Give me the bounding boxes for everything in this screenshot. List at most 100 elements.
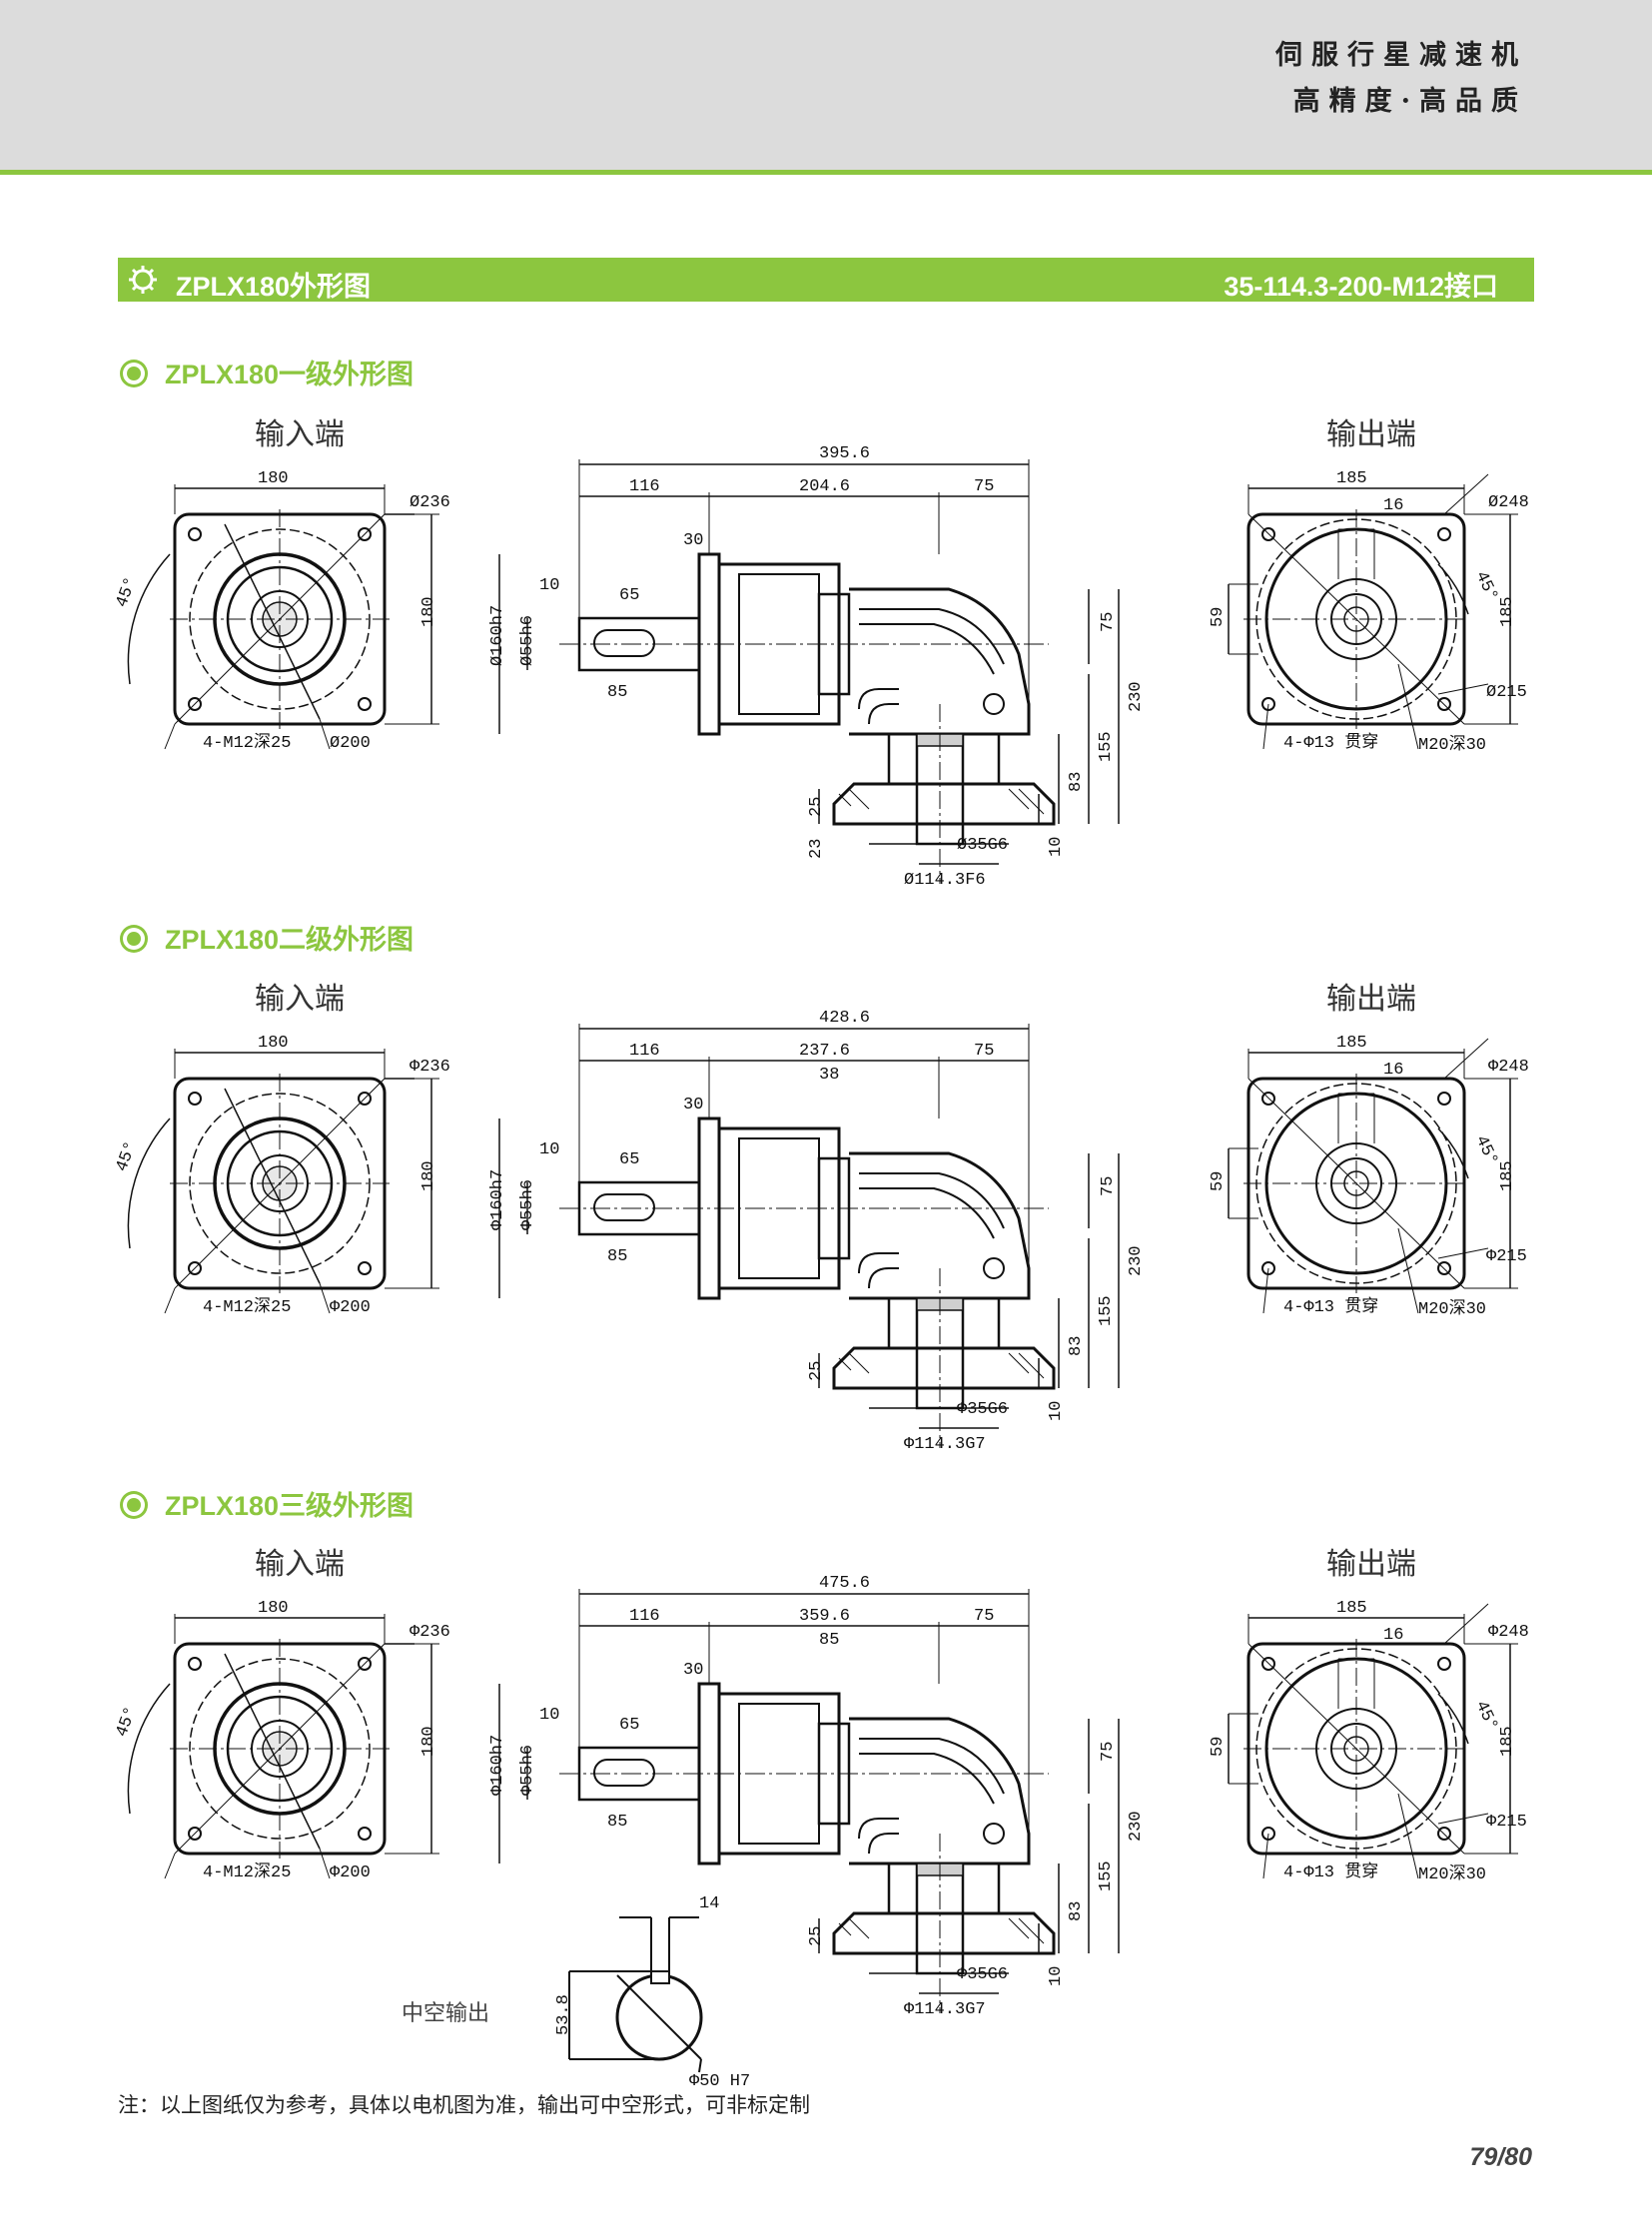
hollow-height-dim: 53.8 — [554, 1994, 573, 2035]
base-thickness-dim: 25 — [807, 1361, 826, 1381]
hollow-bore-dim: Φ50 H7 — [689, 2072, 750, 2087]
section-title-bar: ZPLX180外形图 35-114.3-200-M12接口 — [118, 258, 1534, 302]
shaft-diameter-dim: Ø55h6 — [518, 615, 537, 666]
height-83-dim: 83 — [1067, 772, 1086, 792]
height-230-dim: 230 — [1127, 1811, 1146, 1842]
height-75-dim: 75 — [1099, 612, 1118, 632]
output-end-label: 输出端 — [1326, 982, 1416, 1017]
input-flange-dim: Φ200 — [330, 1298, 371, 1317]
view-heading-1: ZPLX180一级外形图 — [120, 353, 413, 392]
output-v-dim: 59 — [1209, 1171, 1228, 1191]
input-flange-view — [127, 1049, 439, 1314]
input-pcd-dim: Ø236 — [410, 493, 450, 512]
left-length-dim: 116 — [629, 1042, 660, 1061]
input-angle-dim: 45° — [113, 1139, 141, 1174]
side-view — [498, 1024, 1120, 1448]
output-key-dim: 16 — [1383, 1061, 1403, 1080]
view-heading-text: ZPLX180二级外形图 — [165, 925, 414, 955]
flange-thickness-dim: 30 — [683, 1096, 703, 1115]
base-thickness-dim: 25 — [807, 1926, 826, 1946]
output-flange-dim: Ø215 — [1486, 683, 1527, 702]
height-230-dim: 230 — [1127, 681, 1146, 712]
left-length-dim: 116 — [629, 1607, 660, 1626]
input-angle-dim: 45° — [113, 575, 141, 610]
total-length-dim: 475.6 — [819, 1574, 870, 1593]
output-width-dim: 185 — [1336, 1034, 1367, 1053]
bullet-icon — [127, 366, 141, 380]
output-width-dim: 185 — [1336, 469, 1367, 488]
output-angle-dim: 45° — [1471, 568, 1501, 604]
mid-length-dim: 359.6 — [799, 1607, 850, 1626]
output-tap-dim: M20深30 — [1418, 1298, 1486, 1319]
flange-thickness-dim: 30 — [683, 531, 703, 550]
right-length-dim: 75 — [974, 1607, 994, 1626]
output-angle-dim: 45° — [1471, 1132, 1501, 1168]
right-length-dim: 75 — [974, 1042, 994, 1061]
section-title: ZPLX180外形图 — [176, 272, 372, 302]
interface-spec: 35-114.3-200-M12接口 — [1224, 272, 1498, 302]
height-155-dim: 155 — [1097, 1295, 1116, 1326]
output-pcd-dim: Φ248 — [1488, 1058, 1529, 1077]
shaft-diameter-dim: Φ55h6 — [518, 1745, 537, 1796]
height-230-dim: 230 — [1127, 1245, 1146, 1276]
output-pilot-dim: Ø114.3F6 — [904, 871, 986, 890]
output-flange-dim: Φ215 — [1486, 1813, 1527, 1832]
input-end-label: 输入端 — [255, 982, 345, 1017]
output-width-dim: 185 — [1336, 1599, 1367, 1618]
header-bar: 伺服行星减速机 高精度·高品质 — [0, 0, 1652, 175]
input-flange-dim: Ø200 — [330, 734, 371, 753]
view-heading-2: ZPLX180二级外形图 — [120, 918, 413, 958]
stage-length-dim: 38 — [819, 1066, 839, 1085]
key-length-dim: 65 — [619, 1716, 639, 1735]
input-pcd-dim: Φ236 — [410, 1623, 450, 1642]
brand-line-2: 高精度·高品质 — [1292, 86, 1527, 117]
output-tap-dim: M20深30 — [1418, 1864, 1486, 1884]
height-10-dim: 10 — [1047, 1401, 1066, 1421]
side-view — [498, 1589, 1120, 2013]
shaft-diameter-dim: Φ55h6 — [518, 1179, 537, 1230]
view-heading-3: ZPLX180三级外形图 — [120, 1484, 413, 1524]
output-pilot-dim: Φ114.3G7 — [904, 2000, 986, 2019]
height-75-dim: 75 — [1099, 1742, 1118, 1762]
base-offset-dim: 23 — [807, 839, 826, 859]
input-holes-dim: 4-M12深25 — [203, 1296, 291, 1317]
output-height-dim: 185 — [1498, 596, 1517, 627]
key-offset-dim: 10 — [539, 1706, 559, 1725]
output-end-label: 输出端 — [1326, 417, 1416, 452]
view-drawing-3: 输入端 输出端 — [0, 1534, 1652, 2093]
view-drawing-1: 输入端 输出端 — [0, 404, 1652, 964]
height-83-dim: 83 — [1067, 1901, 1086, 1921]
pilot-diameter-dim: Φ160h7 — [488, 1735, 507, 1796]
input-width-dim: 180 — [258, 469, 289, 488]
input-holes-dim: 4-M12深25 — [203, 732, 291, 753]
input-flange-dim: Φ200 — [330, 1864, 371, 1882]
hollow-key-dim: 14 — [699, 1894, 719, 1913]
input-height-dim: 180 — [419, 596, 438, 627]
input-height-dim: 180 — [419, 1160, 438, 1191]
key-offset-dim: 10 — [539, 576, 559, 595]
output-holes-dim: 4-Φ13 贯穿 — [1283, 732, 1378, 753]
brand-slogan: 伺服行星减速机 高精度·高品质 — [1275, 33, 1527, 125]
output-flange-view — [1228, 1603, 1518, 1879]
view-heading-text: ZPLX180三级外形图 — [165, 1491, 414, 1521]
stage-length-dim: 85 — [819, 1631, 839, 1650]
input-angle-dim: 45° — [113, 1705, 141, 1740]
output-height-dim: 185 — [1498, 1726, 1517, 1757]
total-length-dim: 395.6 — [819, 444, 870, 463]
view-heading-text: ZPLX180一级外形图 — [165, 360, 414, 389]
technical-drawing: 180 180 Φ236 Φ200 4-M12深25 45° — [113, 1574, 1529, 2019]
shaft-length-dim: 85 — [607, 1247, 627, 1266]
output-pilot-dim: Φ114.3G7 — [904, 1435, 986, 1454]
input-flange-view — [127, 1614, 439, 1879]
output-angle-dim: 45° — [1471, 1698, 1501, 1734]
shaft-length-dim: 85 — [607, 1813, 627, 1832]
output-holes-dim: 4-Φ13 贯穿 — [1283, 1862, 1378, 1882]
input-end-label: 输入端 — [255, 417, 345, 452]
page-number: 79/80 — [1469, 2143, 1532, 2171]
input-height-dim: 180 — [419, 1726, 438, 1757]
left-length-dim: 116 — [629, 477, 660, 496]
output-pcd-dim: Φ248 — [1488, 1623, 1529, 1642]
footnote: 注：以上图纸仅为参考，具体以电机图为准，输出可中空形式，可非标定制 — [118, 2094, 810, 2117]
technical-drawing: 180 180 Ø236 Ø200 4-M12深25 45° — [113, 444, 1529, 890]
view-drawing-2: 输入端 输出端 — [0, 969, 1652, 1528]
